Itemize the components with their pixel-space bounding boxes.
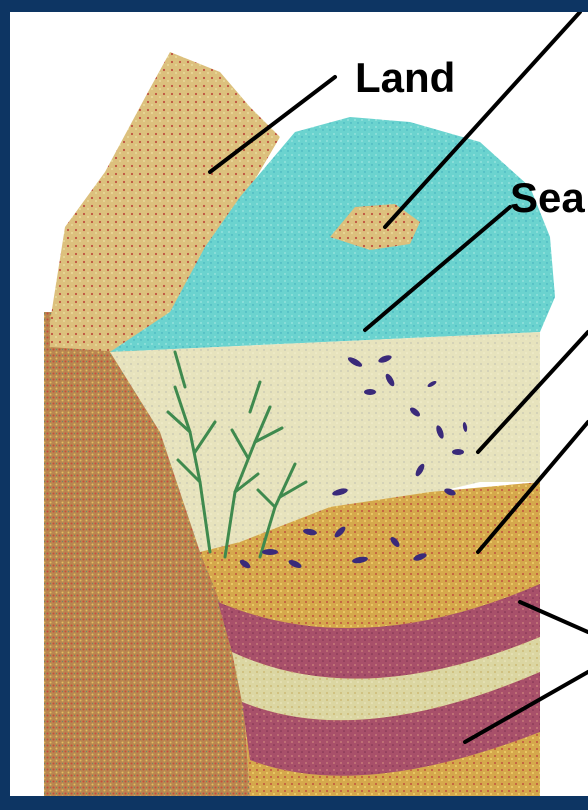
sediment-diagram: Land Sea [10,12,588,796]
label-land: Land [355,54,455,101]
label-sea: Sea [510,174,585,221]
diagram-frame: Land Sea [10,12,588,796]
